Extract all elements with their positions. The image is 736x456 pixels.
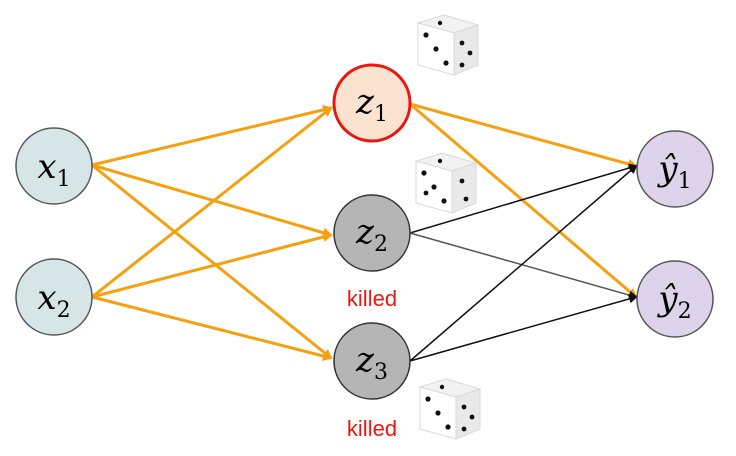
edge-z3-y1 — [409, 164, 638, 362]
edge-z3-y2 — [409, 294, 638, 362]
node-var: x — [37, 278, 56, 318]
edge-z2-y2 — [409, 232, 638, 300]
svg-text:x1: x1 — [37, 147, 70, 192]
hidden-node-z2: z2 — [333, 194, 411, 272]
node-sub: 1 — [57, 167, 71, 192]
edge-x2-z3 — [91, 295, 333, 361]
node-sub: 2 — [374, 232, 388, 257]
node-var: z — [355, 340, 375, 380]
hidden-node-z1: z1 — [332, 63, 412, 143]
input-node-x2: x2 — [15, 258, 93, 336]
dice-icon — [416, 14, 480, 76]
edge-z1-y2 — [409, 102, 638, 299]
node-var: z — [355, 212, 375, 252]
node-var: x — [37, 147, 56, 187]
output-node-y2: ŷ2 — [636, 260, 714, 338]
output-node-y1: ŷ1 — [636, 130, 714, 208]
svg-text:ŷ1: ŷ1 — [656, 149, 691, 194]
svg-text:ŷ2: ŷ2 — [656, 279, 691, 324]
svg-text:z2: z2 — [355, 212, 388, 257]
node-sub: 1 — [678, 169, 692, 194]
hidden-node-z3: z3 — [333, 322, 411, 400]
z2-killed-label: killed — [347, 286, 397, 311]
edge-x1-z2 — [91, 163, 333, 238]
node-sub: 1 — [374, 102, 388, 127]
dice-icon — [418, 378, 482, 440]
hidden-output-edges — [409, 102, 638, 362]
input-node-x1: x1 — [15, 127, 93, 205]
edge-x2-z1 — [91, 106, 333, 299]
edge-z1-y1 — [409, 102, 638, 169]
edge-x1-z1 — [91, 104, 333, 167]
node-var: z — [355, 82, 375, 122]
dice-icon — [414, 152, 478, 214]
node-var: ŷ — [656, 149, 678, 189]
node-sub: 2 — [57, 298, 71, 323]
node-sub: 2 — [678, 299, 692, 324]
input-hidden-edges — [91, 104, 333, 361]
svg-text:z3: z3 — [355, 340, 388, 385]
svg-text:z1: z1 — [355, 82, 388, 127]
edge-z2-y1 — [409, 163, 638, 234]
z3-killed-label: killed — [347, 416, 397, 441]
edge-x1-z3 — [91, 163, 333, 360]
svg-text:x2: x2 — [37, 278, 70, 323]
edge-x2-z2 — [91, 232, 333, 299]
node-var: ŷ — [656, 279, 678, 319]
node-sub: 3 — [374, 360, 388, 385]
